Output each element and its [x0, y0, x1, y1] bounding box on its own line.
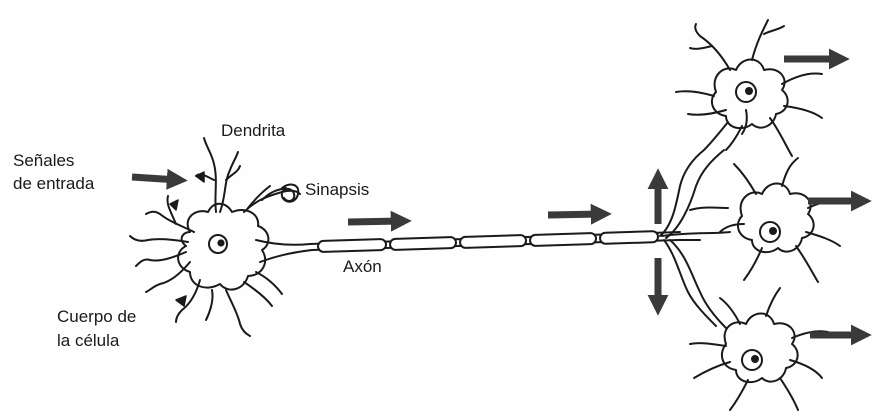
synapse-knob-1 — [196, 172, 204, 182]
synapse-knob-3 — [176, 296, 186, 306]
main-neuron — [130, 138, 300, 336]
synapse-tangle — [282, 185, 298, 202]
axon-segment — [460, 235, 526, 248]
label-cell-body-line2: la célula — [57, 330, 119, 351]
label-cell-body-line1: Cuerpo de — [57, 306, 136, 327]
synapse-knob-2 — [170, 200, 178, 210]
label-synapse: Sinapsis — [305, 179, 369, 200]
dendrite-bottom — [226, 290, 250, 336]
label-axon: Axón — [343, 256, 382, 277]
axon-segment — [530, 233, 596, 246]
axon-segment — [600, 231, 658, 244]
signal-arrow-soma — [348, 221, 402, 222]
cell-body-outline — [178, 204, 268, 290]
label-dendrite: Dendrita — [221, 120, 285, 141]
axon-segment — [390, 237, 456, 250]
label-input-signals-line1: Señales — [13, 150, 74, 171]
target-neuron-top — [676, 20, 822, 156]
target-neuron-bottom — [690, 288, 828, 410]
axon-segment — [318, 239, 386, 252]
axon-terminal-up — [660, 122, 728, 236]
label-input-signals-line2: de entrada — [13, 173, 94, 194]
signal-arrow-input — [132, 177, 178, 180]
target-neuron-middle — [720, 158, 842, 282]
axon-terminal-down — [664, 240, 716, 326]
signal-arrow-axon — [548, 214, 602, 215]
